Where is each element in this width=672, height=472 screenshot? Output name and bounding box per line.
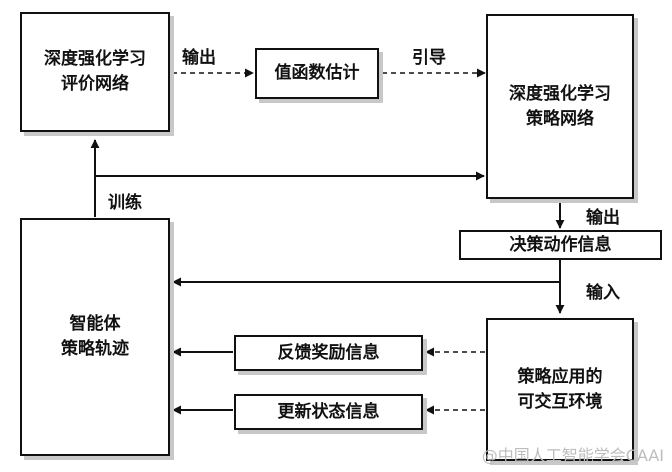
label-input: 输入 — [586, 283, 620, 303]
value-estimate-box: 值函数估计 — [255, 48, 379, 99]
label-guide: 引导 — [412, 48, 446, 68]
label-train: 训练 — [108, 193, 142, 213]
label-output-1: 输出 — [182, 48, 216, 68]
decision-action-info-box: 决策动作信息 — [459, 230, 662, 260]
label-output-2: 输出 — [586, 208, 620, 228]
eval-network-box: 深度强化学习 评价网络 — [20, 12, 170, 132]
feedback-reward-box: 反馈奖励信息 — [234, 335, 423, 371]
interactive-environment-box: 策略应用的 可交互环境 — [486, 318, 634, 461]
policy-network-box: 深度强化学习 策略网络 — [486, 14, 634, 199]
watermark: @中国人工智能学会CAAI — [481, 446, 664, 465]
update-state-box: 更新状态信息 — [234, 394, 423, 430]
agent-trajectory-box: 智能体 策略轨迹 — [20, 218, 170, 456]
